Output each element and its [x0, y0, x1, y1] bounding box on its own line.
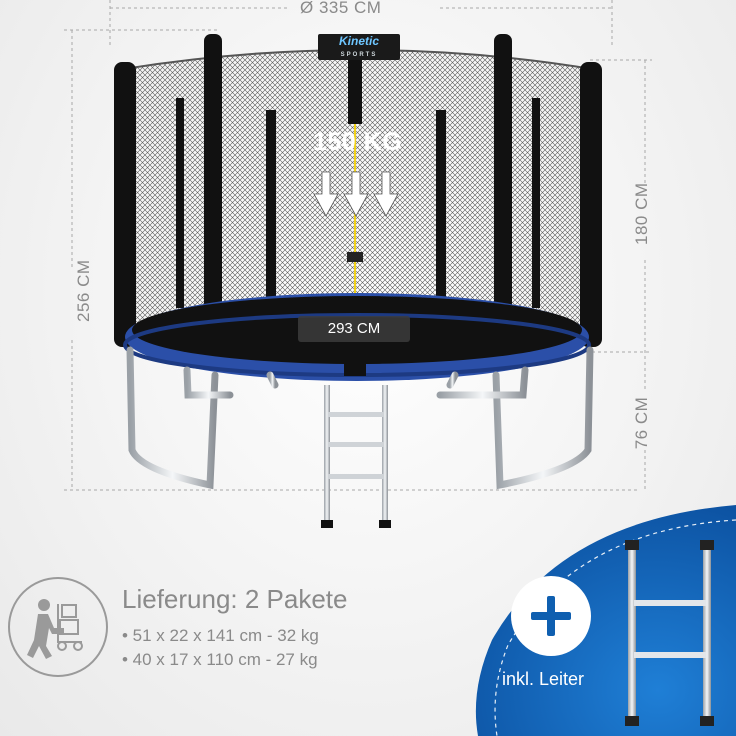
brand-name: Kinetic	[338, 34, 379, 48]
brand-sub: SPORTS	[340, 52, 378, 58]
ladder-badge	[475, 505, 736, 736]
total-height-label: 256 CM	[74, 259, 93, 322]
ladder-included-label: inkl. Leiter	[502, 669, 585, 689]
net-poles	[114, 34, 602, 370]
diameter-label: Ø 335 CM	[300, 0, 382, 17]
down-arrow-icon	[313, 171, 399, 217]
ladder	[321, 362, 391, 528]
delivery-package: • 40 x 17 x 110 cm - 27 kg	[122, 650, 318, 669]
net-height-label: 180 CM	[632, 182, 651, 245]
mat-diameter-label: 293 CM	[298, 316, 410, 342]
dimension-lines	[64, 0, 652, 491]
delivery-icon-circle	[8, 577, 108, 677]
frame-height-label: 76 CM	[632, 396, 651, 450]
frame-legs	[126, 346, 594, 490]
delivery-package: • 51 x 22 x 141 cm - 32 kg	[122, 626, 319, 645]
delivery-title: Lieferung: 2 Pakete	[122, 584, 348, 614]
max-load-label: 150 KG	[313, 128, 403, 156]
ladder-icon	[625, 540, 714, 726]
brand-logo: Kinetic SPORTS	[318, 34, 400, 60]
plus-icon	[531, 596, 571, 636]
